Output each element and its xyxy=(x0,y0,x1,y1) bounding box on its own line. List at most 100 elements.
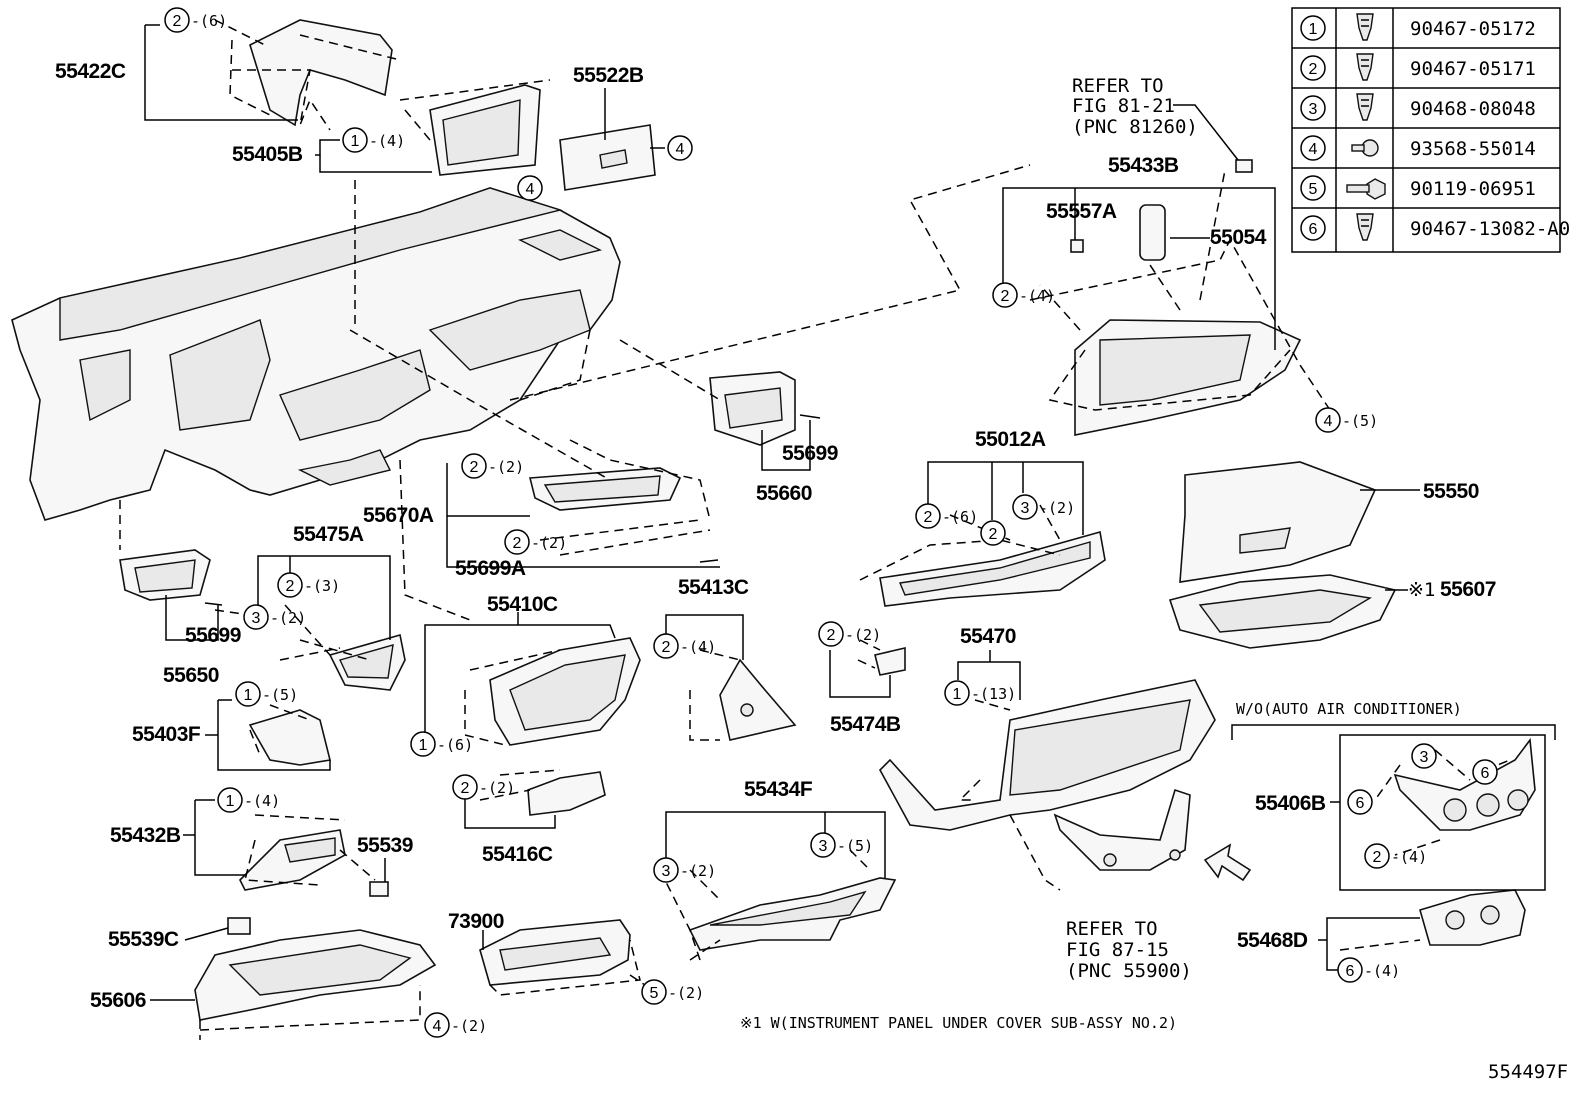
part-number-labels: 55422C 55405B 55522B 55433B 55557A 55054… xyxy=(55,60,1496,1012)
callout-c18: 1-(5) xyxy=(235,681,298,707)
callout-quantity: -(5) xyxy=(837,837,873,855)
callout-ref-circle xyxy=(410,731,436,757)
callout-ref-circle xyxy=(818,621,844,647)
part-55474B-shape xyxy=(874,646,906,676)
label-55012A: 55012A xyxy=(975,428,1046,451)
callout-ref-number: 4 xyxy=(433,1018,442,1035)
legend-ref-circle xyxy=(1300,15,1326,41)
callout-ref-number: 4 xyxy=(676,141,685,158)
label-55406B: 55406B xyxy=(1255,792,1326,815)
label-55650: 55650 xyxy=(163,664,219,687)
part-55475A-shape xyxy=(328,633,406,691)
label-55475A: 55475A xyxy=(293,523,364,546)
callout-quantity: -(5) xyxy=(262,686,298,704)
callout-quantity: -(4) xyxy=(369,132,405,150)
callout-c13: 3-(2) xyxy=(243,604,306,630)
label-55550: 55550 xyxy=(1423,480,1479,503)
callout-ref-number: 6 xyxy=(1346,963,1355,980)
label-55607: 55607 xyxy=(1440,578,1496,601)
legend-part-number: 90467-13082-A0 xyxy=(1410,218,1570,240)
label-73900: 73900 xyxy=(448,910,504,933)
legend-part-number: 90468-08048 xyxy=(1410,98,1536,120)
part-55432B-shape xyxy=(239,829,346,891)
callout-c15: 2-(4) xyxy=(653,633,716,659)
callout-ref-circle xyxy=(235,681,261,707)
clip-icon xyxy=(1356,213,1374,241)
callout-c10: 2 xyxy=(980,520,1006,546)
callout-ref-number: 6 xyxy=(1356,795,1365,812)
callout-quantity: -(3) xyxy=(304,577,340,595)
label-55432B: 55432B xyxy=(110,824,181,847)
part-55422C-shape xyxy=(249,19,393,127)
legend-part-number: 90467-05171 xyxy=(1410,58,1536,80)
callout-quantity: -(2) xyxy=(845,626,881,644)
refer-note-1-line-1: REFER TO xyxy=(1072,75,1164,97)
callout-c1: 2-(6) xyxy=(164,7,227,33)
part-55660-shape xyxy=(709,371,821,446)
callout-ref-number: 5 xyxy=(650,985,659,1002)
label-55434F: 55434F xyxy=(744,778,813,801)
label-55433B: 55433B xyxy=(1108,154,1179,177)
part-55606-shape xyxy=(194,929,437,1021)
callout-ref-circle xyxy=(810,832,836,858)
callout-c9: 2-(6) xyxy=(915,503,978,529)
callout-ref-circle xyxy=(461,453,487,479)
callout-ref-circle xyxy=(944,680,970,706)
clip-icon xyxy=(1356,13,1374,41)
label-55403F: 55403F xyxy=(132,723,201,746)
leader-lines xyxy=(144,24,1556,1001)
clip-icon xyxy=(1356,53,1374,81)
label-55699A: 55699A xyxy=(455,557,526,580)
label-55522B: 55522B xyxy=(573,64,644,87)
callout-quantity: -(5) xyxy=(1342,412,1378,430)
refer-note-2-line-3: (PNC 55900) xyxy=(1066,960,1192,982)
callout-ref-number: 3 xyxy=(662,863,671,880)
label-55422C: 55422C xyxy=(55,60,126,83)
callout-c3: 4 xyxy=(667,135,693,161)
callout-c11: 3 -(2) xyxy=(1012,494,1075,520)
callout-ref-number: 3 xyxy=(1021,500,1030,517)
figure-code: 554497F xyxy=(1488,1061,1568,1083)
part-refer-connector-shape xyxy=(1235,159,1253,173)
part-55699A-shape xyxy=(699,559,719,563)
label-55470: 55470 xyxy=(960,625,1016,648)
callout-c27: 5-(2) xyxy=(641,979,704,1005)
part-55607-shape xyxy=(1168,574,1397,649)
refer-note-2-line-2: FIG 87-15 xyxy=(1066,939,1169,961)
reference-notes: REFER TO FIG 81-21 (PNC 81260) REFER TO … xyxy=(740,75,1568,1083)
legend-ref-number: 1 xyxy=(1309,21,1318,38)
callout-ref-circle xyxy=(1337,957,1363,983)
part-55054-shape xyxy=(1139,204,1166,261)
callout-ref-circle xyxy=(277,572,303,598)
legend-ref-circle xyxy=(1300,95,1326,121)
callout-c6: 4-(5) xyxy=(1315,407,1378,433)
callout-ref-circle xyxy=(504,529,530,555)
callout-c25: 6 xyxy=(1347,789,1373,815)
callout-quantity: -(2) xyxy=(270,609,306,627)
label-55699-a: 55699 xyxy=(782,442,838,465)
label-55468D: 55468D xyxy=(1237,929,1308,952)
instrument-panel-body xyxy=(11,187,621,521)
part-55012A-shape xyxy=(879,530,1106,607)
callout-ref-circle xyxy=(667,135,693,161)
callout-ref-number: 2 xyxy=(513,535,522,552)
callout-quantity: -(2) xyxy=(680,862,716,880)
callout-c14: 1-(6) xyxy=(410,731,473,757)
callout-quantity: -(6) xyxy=(942,508,978,526)
callout-quantity: -(2) xyxy=(1039,499,1075,517)
callout-ref-circle xyxy=(1411,743,1437,769)
callout-quantity: -(2) xyxy=(531,534,567,552)
callout-quantity: -(6) xyxy=(191,12,227,30)
callout-c28: 4-(2) xyxy=(424,1012,487,1038)
part-55405B-shape xyxy=(429,84,541,176)
callout-ref-circle xyxy=(653,633,679,659)
callout-quantity: -(2) xyxy=(488,458,524,476)
callout-ref-circle xyxy=(164,7,190,33)
callout-c2: 1-(4) xyxy=(342,127,405,153)
footnote-under-cover: ※1 W(INSTRUMENT PANEL UNDER COVER SUB-AS… xyxy=(740,1014,1177,1032)
callout-ref-number: 2 xyxy=(989,526,998,543)
callout-ref-number: 1 xyxy=(419,737,428,754)
